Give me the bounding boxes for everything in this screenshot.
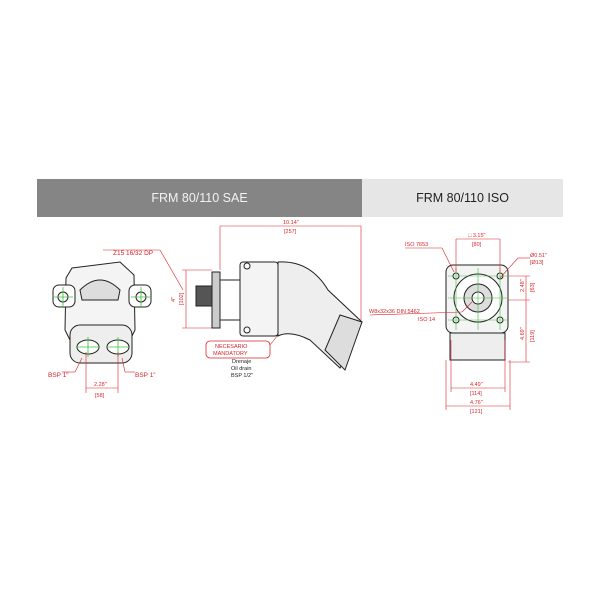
mandatory-box: [205, 340, 271, 359]
iso-width1-mm: [114]: [470, 391, 482, 397]
sae-port-spacing-mm: [58]: [95, 393, 105, 399]
iso-shaft-label: W8x32x36 DIN 5462: [369, 309, 420, 315]
sae-shaft-label: Z15 16/32 DP: [113, 250, 153, 257]
iso-center-lines: [448, 268, 508, 330]
iso-width2-mm: [121]: [470, 409, 483, 415]
iso-flange-label: ISO 7653: [405, 242, 428, 248]
mandatory-line1: NECESARIO: [215, 344, 248, 350]
drain-line2: Oil drain: [231, 366, 251, 372]
iso-lower-mm: [119]: [530, 330, 536, 342]
iso-upper-mm: [63]: [530, 282, 536, 292]
sae-port-right-label: BSP 1": [135, 372, 156, 379]
iso-bolt-in: □ 3.15": [468, 233, 486, 239]
sae-center-lines: [53, 287, 151, 357]
sae-side-view: [195, 261, 363, 371]
sae-port-spacing-in: 2.28": [94, 382, 107, 388]
mandatory-line2: MANDATORY: [213, 351, 248, 357]
drain-line1: Drenaje: [232, 359, 251, 365]
iso-lower-in: 4.69": [520, 327, 526, 340]
iso-hole-mm: [Ø13]: [530, 260, 544, 266]
header-sae: FRM 80/110 SAE: [37, 179, 362, 217]
iso-width1-in: 4.49": [470, 382, 483, 388]
iso-upper-in: 2.48": [520, 279, 526, 292]
sae-length-in: 10.14": [283, 220, 299, 226]
iso-dimensions: [369, 238, 530, 410]
iso-hole-in: Ø0.51": [530, 253, 547, 259]
header-sae-label: FRM 80/110 SAE: [151, 191, 248, 205]
sae-length-mm: [257]: [284, 229, 297, 235]
iso-bolt-mm: [80]: [472, 242, 482, 248]
sae-port-left-label: BSP 1": [48, 372, 69, 379]
sae-front-view: [52, 261, 152, 364]
drain-line3: BSP 1/2": [231, 373, 253, 379]
header-iso: FRM 80/110 ISO: [362, 179, 563, 217]
sae-height-in: 4": [171, 297, 177, 302]
header-iso-label: FRM 80/110 ISO: [416, 191, 509, 205]
iso-shaft-iso: ISO 14: [418, 317, 435, 323]
sae-dimensions: [62, 225, 362, 393]
sae-height-mm: [102]: [179, 292, 185, 305]
iso-width2-in: 4.76": [470, 400, 483, 406]
